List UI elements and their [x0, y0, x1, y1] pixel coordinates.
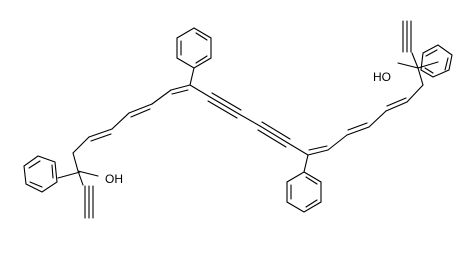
bond-phenyl-bottom-link: [303, 154, 309, 173]
right-carbinol-center: [397, 52, 439, 86]
phenyl-ring-top: [176, 27, 212, 69]
hydroxyl-label-right: HO: [373, 70, 391, 84]
phenyl-ring-right: [420, 44, 453, 78]
left-carbinol-center: [57, 152, 99, 186]
hydroxyl-label-left: OH: [105, 172, 123, 186]
central-diyne: [189, 84, 309, 156]
left-terminal-alkyne: [84, 185, 94, 219]
phenyl-ring-bottom: [286, 171, 322, 213]
phenyl-ring-left: [23, 155, 58, 193]
left-polyene-chain: [72, 84, 191, 154]
bond-phenyl-top-link: [189, 67, 195, 86]
right-terminal-alkyne: [402, 20, 412, 53]
right-polyene-chain: [307, 84, 424, 156]
